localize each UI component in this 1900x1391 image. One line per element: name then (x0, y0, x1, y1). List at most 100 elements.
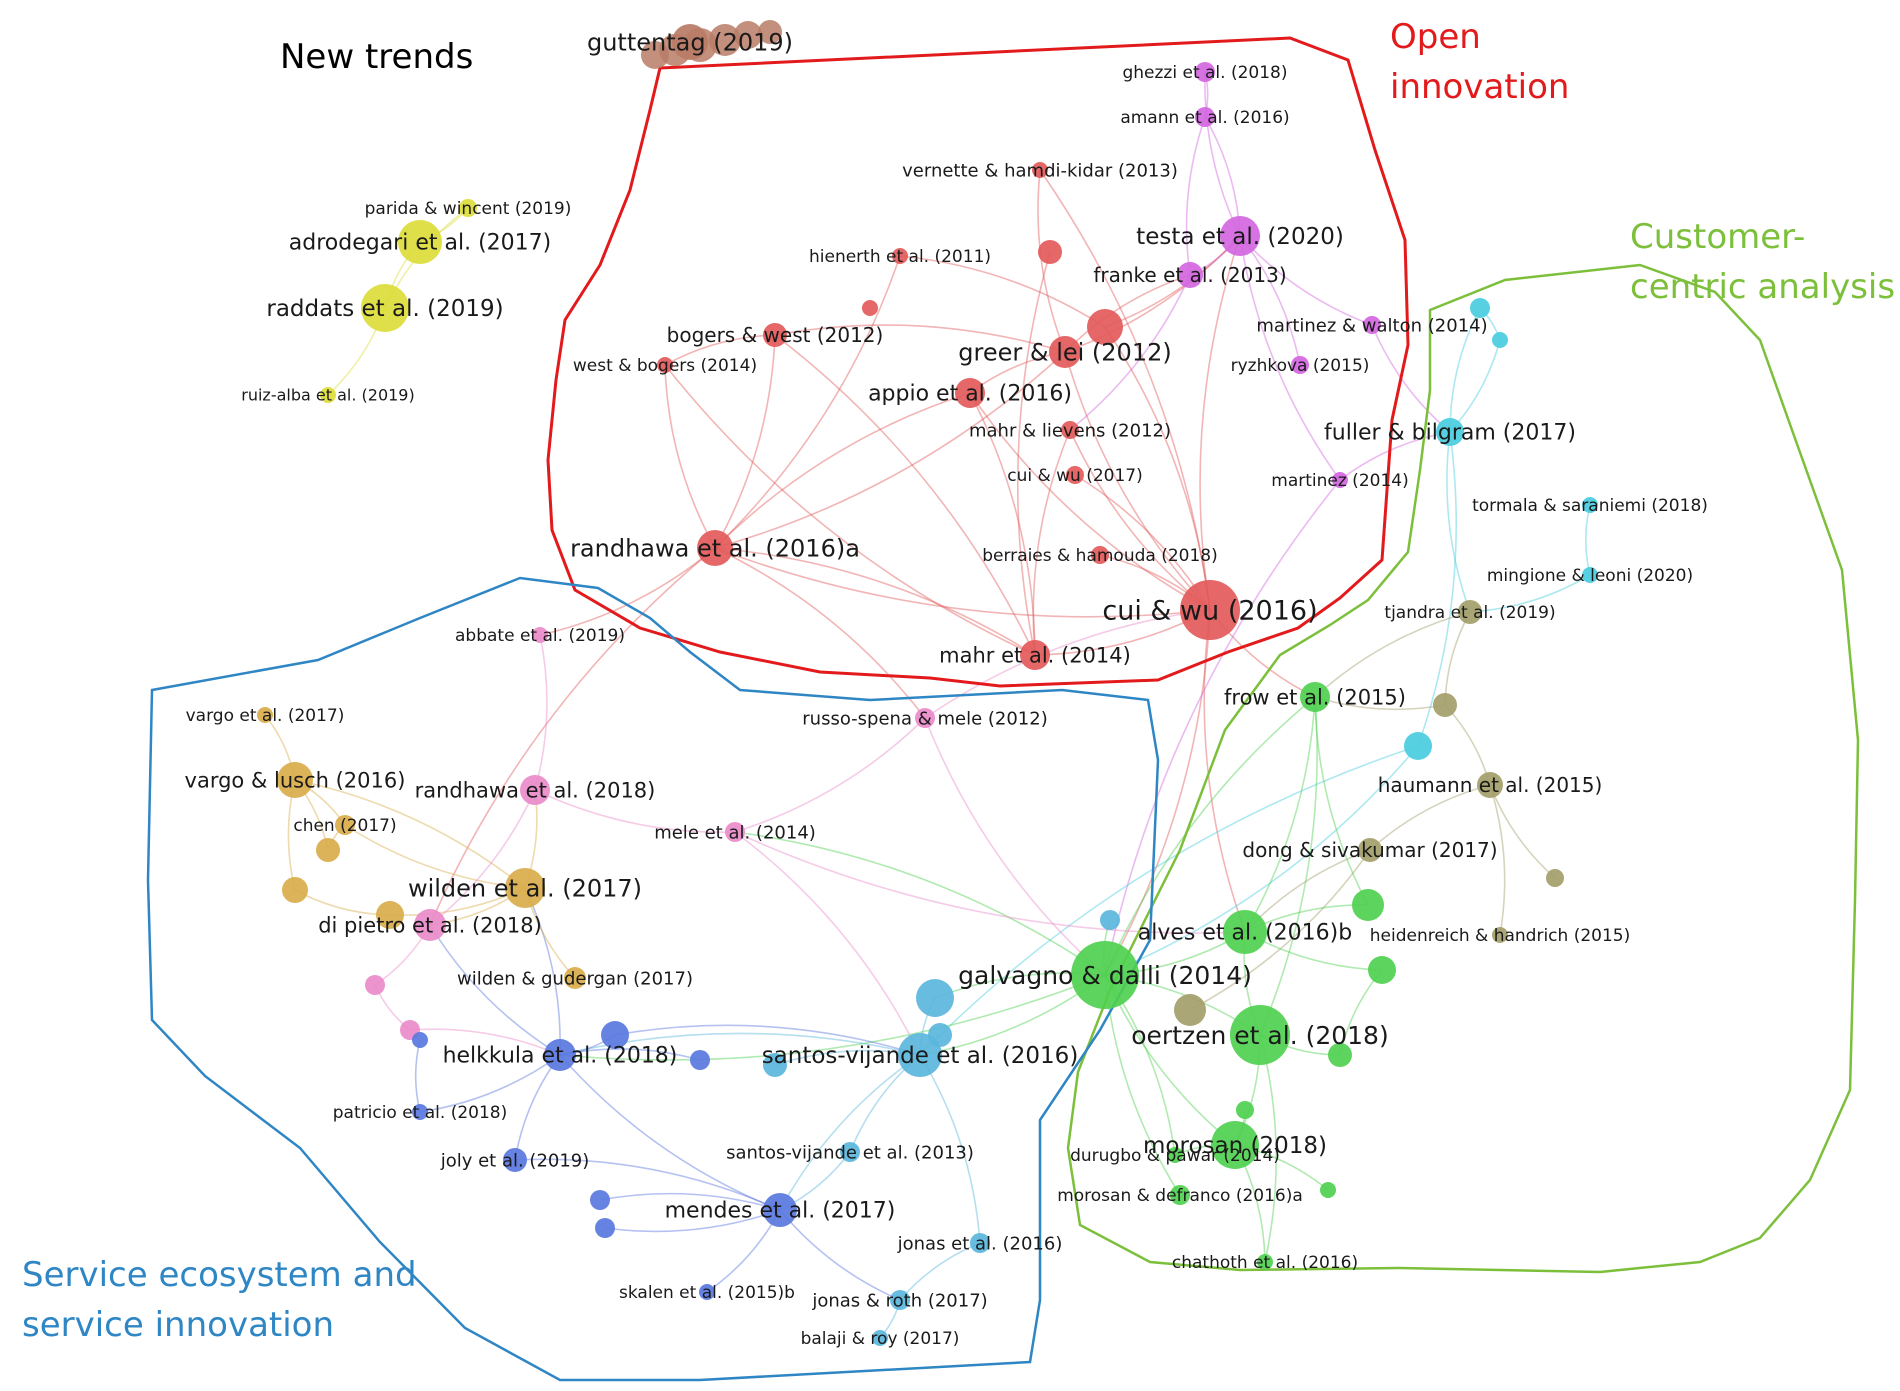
region-title-open-line2: innovation (1390, 67, 1569, 107)
node-cuiwu2016 (1180, 580, 1240, 640)
node-label-randhawa2018: randhawa et al. (2018) (415, 778, 656, 802)
node-westbogers (657, 357, 673, 373)
edge-randhawa2016-mahr2014 (714, 547, 1036, 656)
node-olive_a (1433, 693, 1457, 717)
edge-galvagno-helkkula (559, 974, 1106, 1061)
edge-cuiwu2016-testa (1199, 235, 1241, 611)
node-label-joly: joly et al. (2019) (440, 1150, 590, 1171)
node-mele (725, 822, 745, 842)
edge-mendes-jonasroth (779, 1209, 901, 1301)
node-label-mahr2014: mahr et al. (2014) (939, 643, 1131, 667)
node-vargo2017 (257, 707, 273, 723)
node-amann (1195, 107, 1215, 127)
node-label-westbogers: west & bogers (2014) (573, 356, 757, 376)
node-oertzen (1230, 1005, 1290, 1065)
edge-santos2016-mendes (779, 1054, 921, 1211)
open-innovation-boundary (546, 36, 1410, 688)
edge-mendes-blue_d (599, 1192, 781, 1211)
node-vernette (1032, 162, 1048, 178)
node-martinez (1332, 472, 1348, 488)
node-green_a (1352, 889, 1384, 921)
edge-randhawa2016-hienerth (714, 255, 901, 549)
edge-martinez-galvagno (1104, 479, 1341, 976)
node-label-tormala: tormala & saraniemi (2018) (1472, 496, 1708, 516)
edge-haumann-olive_b (1489, 784, 1556, 879)
node-label-bogerswest: bogers & west (2012) (667, 323, 884, 347)
node-alves (1223, 910, 1267, 954)
node-label-adrodegari: adrodegari et al. (2017) (289, 231, 551, 256)
edge-randhawa2016-russospena (714, 547, 926, 719)
node-label-mele: mele et al. (2014) (654, 822, 816, 843)
node-olive_b (1546, 869, 1564, 887)
edge-randhawa2016-cuiwu2016 (714, 547, 1211, 618)
node-label-tjandra: tjandra et al. (2019) (1384, 603, 1555, 623)
edge-mele-santos2016 (734, 831, 921, 1056)
node-vargolusch (277, 762, 313, 798)
node-galvagno (1071, 941, 1139, 1009)
node-red_a (1087, 309, 1123, 345)
edge-fuller-tjandra (1446, 431, 1471, 613)
node-wilden (505, 868, 545, 908)
node-tjandra (1458, 600, 1482, 624)
node-cyan_c (1404, 732, 1432, 760)
node-olive_d (1174, 994, 1206, 1026)
node-pink_a (365, 975, 385, 995)
node-randhawa2016 (697, 530, 733, 566)
edge-greer-testa (1064, 235, 1241, 353)
edge-cyan_c-santos2016 (919, 745, 1419, 1056)
node-label-raddats: raddats et al. (2019) (266, 296, 503, 322)
edge-testa-ryzhkova (1239, 235, 1301, 366)
edge-mendes-helkkula (559, 1054, 781, 1211)
node-label-jonasroth: jonas & roth (2017) (811, 1290, 987, 1311)
edge-helkkula-joly (514, 1054, 561, 1161)
node-label-patricio: patricio et al. (2018) (333, 1103, 507, 1123)
node-durugbo (1167, 1147, 1183, 1163)
node-bogerswest (763, 323, 787, 347)
node-fuller (1436, 418, 1464, 446)
node-appio (955, 378, 985, 408)
edge-appio-mahr2014 (969, 392, 1036, 656)
node-orange_a (282, 877, 308, 903)
node-helkkula (544, 1039, 576, 1071)
edge-hienerth-red_a (899, 255, 1106, 328)
node-lb_b (763, 1053, 787, 1077)
node-blue_d (590, 1190, 610, 1210)
node-label-guttentag: guttentag (2019) (587, 28, 793, 56)
node-skalen (699, 1284, 715, 1300)
node-cuiwu2017 (1066, 466, 1084, 484)
edge-tjandra-frow (1314, 611, 1471, 698)
node-blue_e (595, 1218, 615, 1238)
node-green_e (1320, 1182, 1336, 1198)
edge-randhawa2018-dipietro (429, 789, 536, 926)
node-label-wildengudergan: wilden & gudergan (2017) (457, 968, 693, 989)
node-wildengudergan (564, 967, 586, 989)
edge-cyan_c-galvagno (1104, 745, 1419, 976)
node-green_d (1236, 1101, 1254, 1119)
edge-randhawa2016-appio (714, 392, 971, 549)
edge-franke-mahrlievens (1069, 274, 1191, 431)
edge-orange_a-orange_c (294, 889, 391, 916)
node-label-cuiwu2016: cui & wu (2016) (1102, 595, 1317, 626)
edge-pink_b-helkkula (409, 1028, 561, 1056)
customer-centric-boundary (1066, 263, 1860, 1274)
node-randhawa2018 (520, 775, 550, 805)
edge-wilden-chen (344, 824, 526, 889)
node-label-chen: chen (2017) (293, 816, 396, 836)
node-label-cuiwu2017: cui & wu (2017) (1007, 466, 1143, 486)
node-label-helkkula: helkkula et al. (2018) (443, 1044, 678, 1069)
edge-dong-olive_d (1189, 849, 1371, 1011)
edge-randhawa2018-abbate (534, 634, 548, 791)
node-label-skalen: skalen et al. (2015)b (619, 1283, 795, 1303)
node-santos2013 (840, 1142, 860, 1162)
edge-greer-cuiwu2016 (1064, 351, 1211, 611)
edge-mele-alves (734, 831, 1246, 934)
edge-blue_b-santos2016 (614, 1024, 921, 1056)
node-label-franke: franke et al. (2013) (1093, 263, 1286, 287)
node-mahrlievens (1061, 421, 1079, 439)
region-title-new-trends: New trends (280, 37, 473, 77)
node-red_c (862, 300, 878, 316)
edge-red_a-cuiwu2016 (1104, 326, 1211, 611)
edge-jonas2016-jonasroth (899, 1242, 981, 1301)
edge-bogerswest-greer (774, 324, 1066, 353)
edge-martinezwalton-fuller (1371, 324, 1451, 433)
